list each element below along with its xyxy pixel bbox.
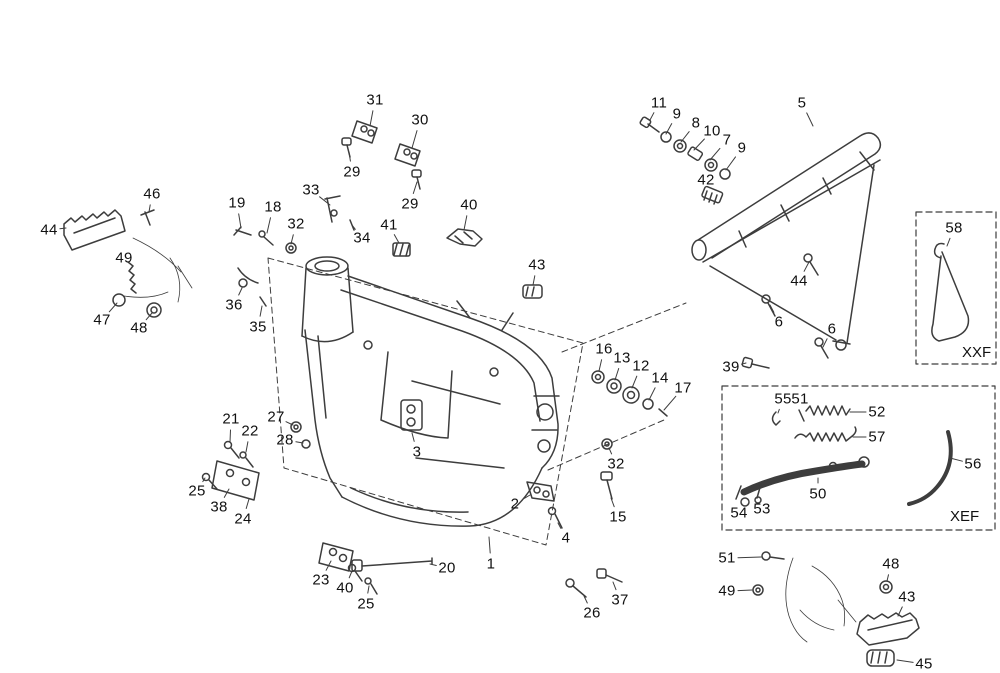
- xxf-section-box: [915, 211, 997, 365]
- clamp-43: [522, 284, 543, 299]
- part-callout-55: 55: [774, 390, 792, 408]
- part-callout-40: 40: [336, 579, 354, 597]
- part-callout-43: 43: [528, 256, 546, 274]
- long-bolts: [351, 557, 623, 598]
- section-label-xxf: XXF: [962, 344, 992, 361]
- part-callout-6: 6: [774, 313, 784, 331]
- steering-stop-parts: [233, 226, 297, 307]
- part-callout-8: 8: [691, 114, 701, 132]
- part-callout-52: 52: [868, 403, 886, 421]
- part-callout-47: 47: [93, 311, 111, 329]
- part-42-connector: [701, 185, 724, 205]
- part-callout-50: 50: [809, 485, 827, 503]
- part-callout-17: 17: [674, 379, 692, 397]
- rear-mount-parts: [526, 438, 613, 529]
- section-label-xef: XEF: [950, 508, 980, 525]
- part-callout-9: 9: [672, 105, 682, 123]
- part-callout-25: 25: [357, 595, 375, 613]
- part-callout-22: 22: [241, 422, 259, 440]
- bottom-left-bracket-cluster: [201, 421, 311, 501]
- part-callout-43: 43: [898, 588, 916, 606]
- part-callout-4: 4: [561, 529, 571, 547]
- part-callout-30: 30: [411, 111, 429, 129]
- part-callout-54: 54: [730, 504, 748, 522]
- part-callout-36: 36: [225, 296, 243, 314]
- part-callout-31: 31: [366, 91, 384, 109]
- part-callout-23: 23: [312, 571, 330, 589]
- part-callout-41: 41: [380, 216, 398, 234]
- part-callout-12: 12: [632, 357, 650, 375]
- main-frame-drawing: [301, 256, 560, 527]
- part-callout-3: 3: [412, 443, 422, 461]
- bottom-bracket-cluster: [318, 542, 378, 595]
- part-callout-15: 15: [609, 508, 627, 526]
- part-callout-26: 26: [583, 604, 601, 622]
- subframe-fastener-row: [639, 116, 731, 180]
- rear-subframe-drawing: [691, 132, 882, 351]
- part-callout-2: 2: [510, 495, 520, 513]
- part-callout-48: 48: [882, 555, 900, 573]
- part-callout-51: 51: [791, 390, 809, 408]
- part-callout-42: 42: [697, 171, 715, 189]
- engine-bracket-3: [400, 399, 423, 431]
- part-callout-32: 32: [287, 215, 305, 233]
- part-callout-29: 29: [343, 163, 361, 181]
- part-callout-45: 45: [915, 655, 933, 673]
- left-footpeg-assembly: [63, 209, 193, 318]
- part-callout-5: 5: [797, 94, 807, 112]
- part-callout-44: 44: [790, 272, 808, 290]
- part-callout-38: 38: [210, 498, 228, 516]
- part-callout-13: 13: [613, 349, 631, 367]
- cable-guide-40: [446, 228, 483, 247]
- part-callout-19: 19: [228, 194, 246, 212]
- part-callout-1: 1: [486, 555, 496, 573]
- kickstand-drawing: [931, 242, 970, 342]
- part-callout-46: 46: [143, 185, 161, 203]
- part-callout-27: 27: [267, 408, 285, 426]
- part-callout-51: 51: [718, 549, 736, 567]
- part-callout-56: 56: [964, 455, 982, 473]
- part-callout-49: 49: [115, 249, 133, 267]
- frame-projection-outline: [267, 257, 687, 546]
- leader-lines: [59, 110, 963, 663]
- part-callout-21: 21: [222, 410, 240, 428]
- part-callout-6: 6: [827, 320, 837, 338]
- part-callout-34: 34: [353, 229, 371, 247]
- xef-parts: [735, 405, 953, 507]
- part-callout-7: 7: [722, 131, 732, 149]
- part-callout-16: 16: [595, 340, 613, 358]
- part-callout-25: 25: [188, 482, 206, 500]
- part-callout-53: 53: [753, 500, 771, 518]
- part-callout-28: 28: [276, 431, 294, 449]
- part-callout-32: 32: [607, 455, 625, 473]
- part-callout-11: 11: [650, 94, 668, 112]
- part-callout-18: 18: [264, 198, 282, 216]
- right-footpeg-assembly: [752, 551, 920, 667]
- part-callout-10: 10: [703, 122, 721, 140]
- subframe-bolts: [741, 253, 829, 369]
- part-callout-39: 39: [722, 358, 740, 376]
- part-callout-48: 48: [130, 319, 148, 337]
- part-callout-24: 24: [234, 510, 252, 528]
- part-callout-33: 33: [302, 181, 320, 199]
- part-callout-58: 58: [945, 219, 963, 237]
- part-callout-35: 35: [249, 318, 267, 336]
- part-callout-20: 20: [438, 559, 456, 577]
- part-callout-40: 40: [460, 196, 478, 214]
- part-callout-14: 14: [651, 369, 669, 387]
- part-callout-57: 57: [868, 428, 886, 446]
- top-bracket-cluster: [324, 120, 422, 257]
- part-callout-44: 44: [40, 221, 58, 239]
- part-callout-29: 29: [401, 195, 419, 213]
- part-callout-9: 9: [737, 139, 747, 157]
- part-callout-37: 37: [611, 591, 629, 609]
- part-callout-49: 49: [718, 582, 736, 600]
- xef-section-box: [721, 385, 996, 531]
- mount-washer-stack: [591, 370, 668, 417]
